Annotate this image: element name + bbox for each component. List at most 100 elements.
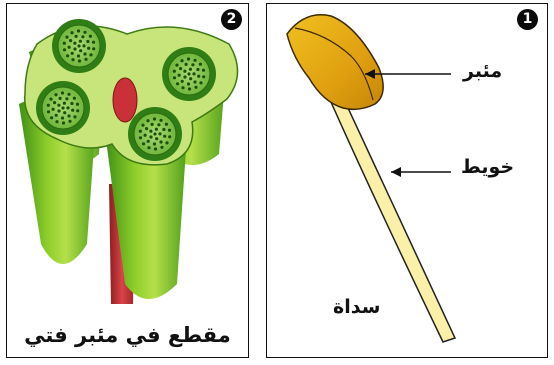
pollen-grain [75,35,78,38]
pollen-grain [188,87,191,90]
pollen-grain [146,119,149,122]
pollen-grain [147,146,150,149]
pollen-grain [162,128,165,131]
pollen-grain [68,46,71,49]
panel-stamen: 1 مئبر خويط سداة [266,3,548,358]
pollen-grain [62,121,65,124]
pollen-grain [83,52,86,55]
panel-young-anther-section: 2 مقطع في مئبر فتي [6,3,249,358]
pollen-grain [157,123,160,126]
pollen-grain [76,109,79,112]
pollen-grain [187,82,190,85]
pollen-grain [54,93,57,96]
pollen-grain [183,75,186,78]
pollen-grain [82,44,85,47]
stamen-illustration [267,4,549,359]
pollen-grain [92,47,95,50]
pollen-grain [181,80,184,83]
pollen-grain [202,75,205,78]
pollen-grain [73,115,76,118]
pollen-grain [153,132,156,135]
pollen-grain [139,130,142,133]
pollen-grain [155,128,158,131]
pollen-grain [70,31,73,34]
pollen-grain [66,54,69,57]
pollen-grain [66,106,69,109]
pollen-grain [165,123,168,126]
pollen-grain [153,117,156,120]
pollen-grain [189,77,192,80]
pollen-grain [57,104,60,107]
pollen-grain [89,35,92,38]
pollen-grain [63,111,66,114]
pollen-grain [61,116,64,119]
pollen-grain [52,108,55,111]
pollen-grain [199,63,202,66]
pollen-grain [69,39,72,42]
pollen-grain [196,68,199,71]
pollen-grain [175,64,178,67]
pollen-grain [53,101,56,104]
pollen-grain [47,110,50,113]
pollen-grain [160,146,163,149]
pollen-grain [92,41,95,44]
pollen-grain [65,36,68,39]
anther-section-illustration [7,4,250,359]
label-anther: مئبر [463,60,502,82]
pollen-grain [158,132,161,135]
pollen-grain [83,31,86,34]
pollen-grain [202,69,205,72]
pollen-grain [77,29,80,32]
pollen-grain [59,97,62,100]
pollen-grain [61,91,64,94]
pollen-grain [168,129,171,132]
pollen-grain [165,141,168,144]
label-filament: خويط [461,156,514,178]
pollen-grain [55,114,58,117]
pollen-grain [183,70,186,73]
pollen-grain [78,59,81,62]
pollen-grain [68,120,71,123]
pollen-grain [63,102,66,105]
label-stamen: سداة [333,296,380,318]
filament-arrowhead [391,167,401,177]
pollen-grain [180,59,183,62]
pollen-grain [197,75,200,78]
pollen-grain [67,93,70,96]
pollen-grain [151,123,154,126]
panel-number-badge: 2 [221,9,242,30]
pollen-grain [63,42,66,45]
pollen-grain [181,86,184,89]
pollen-grain [67,114,70,117]
pollen-grain [149,130,152,133]
pollen-grain [84,58,87,61]
pollen-grain [193,59,196,62]
pollen-grain [192,72,195,75]
pollen-grain [187,72,190,75]
pollen-grain [193,80,196,83]
pollen-grain [178,74,181,77]
pollen-grain [159,140,162,143]
pollen-grain [73,97,76,100]
panel-number-badge: 1 [517,9,538,30]
pollen-grain [50,116,53,119]
pollen-grain [73,42,76,45]
pollen-grain [71,109,74,112]
pollen-grain [153,142,156,145]
pollen-grain [71,52,74,55]
pollen-grain [76,103,79,106]
pollen-grain [163,135,166,138]
pollen-grain [89,53,92,56]
pollen-grain [187,57,190,60]
pollen-grain [81,35,84,38]
pollen-grain [173,76,176,79]
pollen-grain [77,44,80,47]
pollen-grain [141,124,144,127]
pollen-grain [159,119,162,122]
pollen-grain [57,109,60,112]
pollen-grain [79,40,82,43]
pollen-grain [145,127,148,130]
pollen-grain [87,47,90,50]
pollen-grain [139,136,142,139]
pollen-grain [55,120,58,123]
